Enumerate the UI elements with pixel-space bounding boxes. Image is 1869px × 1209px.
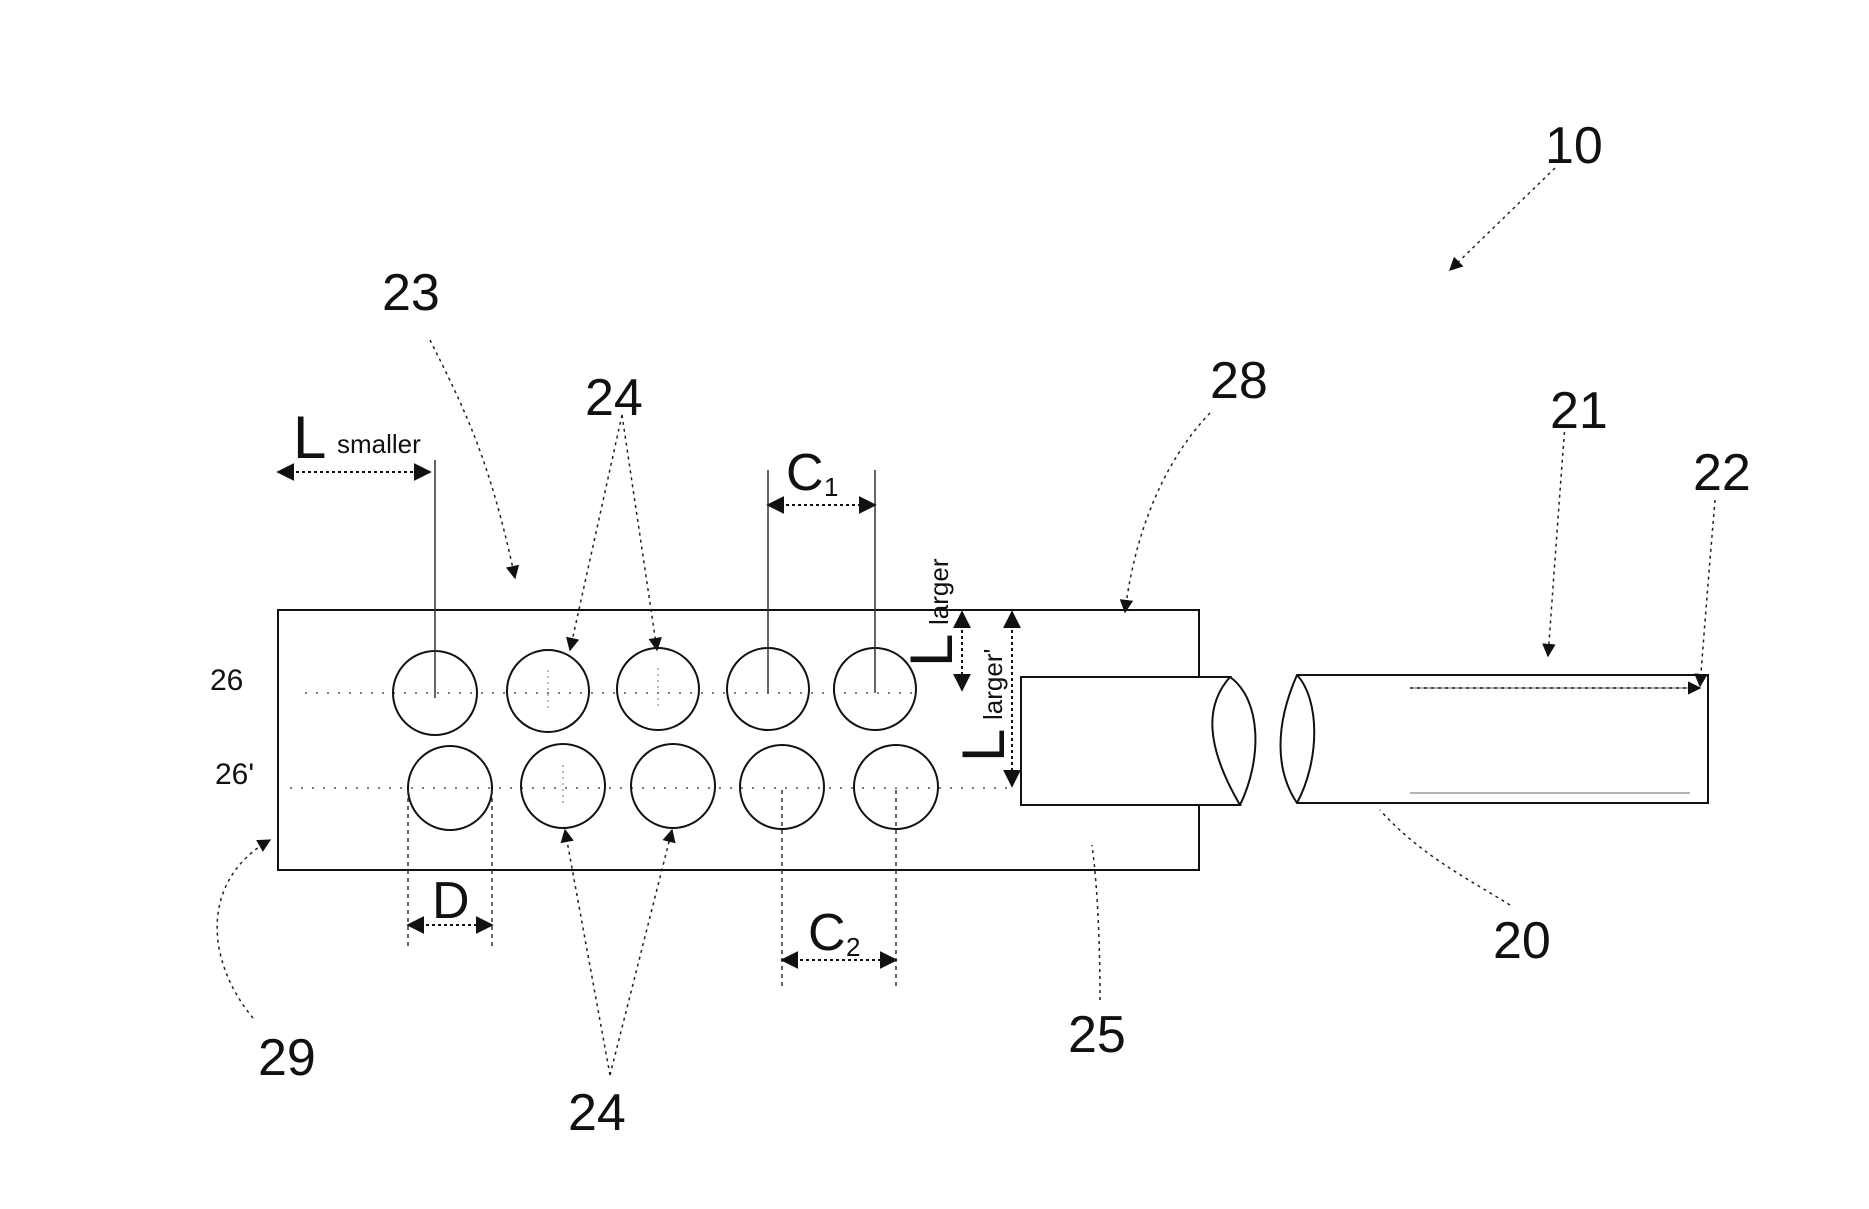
d-label: D — [432, 872, 470, 930]
c2-sub: 2 — [846, 932, 860, 962]
leader-22 — [1700, 500, 1715, 686]
leader-20 — [1380, 810, 1510, 905]
leader-25 — [1092, 845, 1100, 1000]
hole-center-marks — [548, 668, 658, 807]
c2-main: C — [808, 904, 846, 962]
label-23: 23 — [382, 264, 440, 322]
label-29: 29 — [258, 1029, 316, 1087]
dimension-arrows — [278, 472, 1012, 960]
shaft-right-part — [1281, 675, 1709, 803]
l-larger-main: L — [898, 634, 965, 667]
leader-21 — [1548, 425, 1565, 656]
label-25: 25 — [1068, 1006, 1126, 1064]
leader-24-bottom-a — [565, 830, 610, 1075]
label-26: 26 — [210, 664, 243, 697]
shaft-left-break — [1230, 677, 1255, 805]
leader-24-top-b — [622, 415, 657, 650]
l-smaller-main: L — [293, 404, 326, 471]
hole — [617, 648, 699, 730]
hole — [507, 650, 589, 732]
label-26-prime: 26' — [215, 758, 254, 791]
hole — [408, 746, 492, 830]
leader-lines — [217, 168, 1715, 1075]
label-22: 22 — [1693, 444, 1751, 502]
top-row-holes — [393, 648, 916, 735]
l-larger2-sub: larger' — [978, 649, 1008, 720]
leader-28 — [1125, 413, 1210, 612]
l-larger-sub: larger — [924, 558, 954, 625]
bottom-row-holes — [408, 744, 938, 830]
leader-10 — [1450, 168, 1555, 270]
label-28: 28 — [1210, 352, 1268, 410]
label-24-bottom: 24 — [568, 1084, 626, 1142]
c1-sub: 1 — [824, 472, 838, 502]
label-24-top: 24 — [585, 369, 643, 427]
label-21: 21 — [1550, 382, 1608, 440]
l-smaller-sub: smaller — [337, 429, 421, 459]
hole — [631, 744, 715, 828]
shaft-left-part — [1021, 677, 1240, 805]
label-10: 10 — [1545, 117, 1603, 175]
leader-24-top-a — [570, 415, 622, 650]
leader-29 — [217, 840, 270, 1018]
l-larger2-main: L — [950, 729, 1017, 762]
c1-main: C — [786, 444, 824, 502]
label-20: 20 — [1493, 912, 1551, 970]
leader-23 — [430, 340, 515, 578]
hole — [521, 744, 605, 828]
leader-24-bottom-b — [610, 830, 672, 1075]
